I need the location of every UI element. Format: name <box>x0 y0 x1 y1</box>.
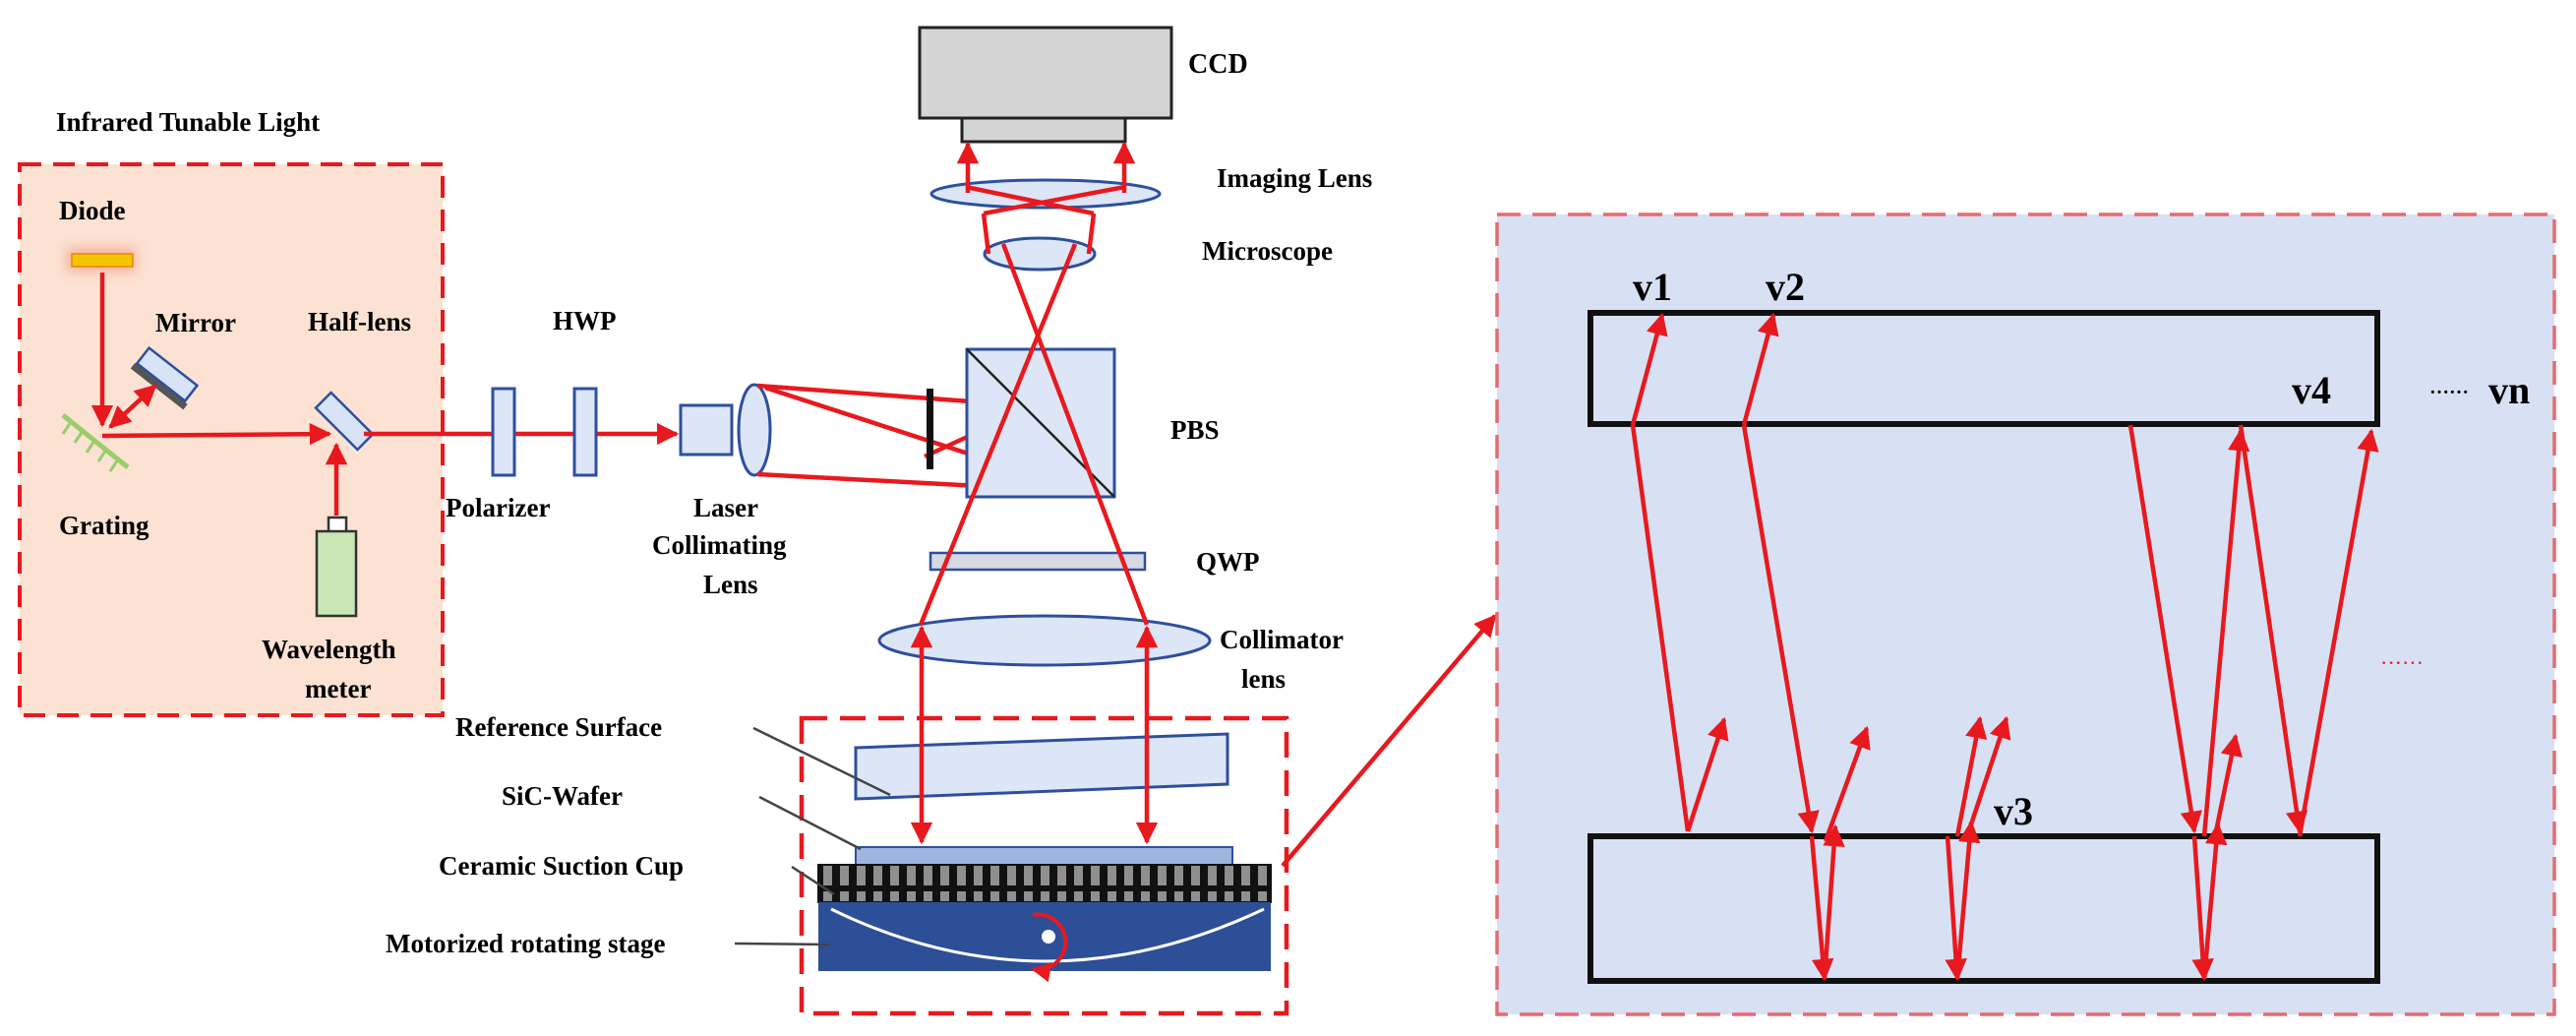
ray-z16 <box>2201 428 2250 837</box>
mirror-label: Mirror <box>155 308 236 337</box>
ray-cross-b <box>965 184 1095 216</box>
ray-grating-mirror <box>108 384 157 429</box>
ray-z18 <box>2238 424 2308 834</box>
rotation-arrow-icon <box>1031 912 1068 983</box>
light-source-box <box>18 162 445 717</box>
ray-z13 <box>2127 424 2202 834</box>
pbs-label: PBS <box>1170 415 1220 445</box>
qwp <box>929 551 1147 572</box>
sic-wafer <box>855 846 1233 866</box>
laser-collimating-lens <box>737 383 772 477</box>
microscope-label: Microscope <box>1202 236 1333 266</box>
dots-horizontal: ······ <box>2429 382 2469 403</box>
ray-up-left <box>918 243 1078 626</box>
collimator-label-1: Collimator <box>1220 625 1344 654</box>
imaging-lens <box>929 178 1162 210</box>
ray-up-right <box>1000 243 1150 626</box>
ray-z14 <box>2191 835 2214 982</box>
ccd-label: CCD <box>1188 49 1248 80</box>
imaging-lens-label: Imaging Lens <box>1217 163 1372 193</box>
grating <box>61 413 130 472</box>
sample-stage-box <box>799 715 1289 1016</box>
zoom-arrow <box>1281 614 1497 868</box>
sic-wafer-label: SiC-Wafer <box>502 781 623 811</box>
ray-z10 <box>1945 835 1967 982</box>
half-lens <box>314 391 375 452</box>
qwp-label: QWP <box>1196 547 1260 577</box>
leader-stage <box>734 942 830 946</box>
laser-collimating-label-3: Lens <box>703 570 758 599</box>
aperture-stop <box>927 389 933 469</box>
v3-label: v3 <box>1994 789 2033 833</box>
ccd-sensor <box>960 116 1127 144</box>
ray-z1 <box>1630 424 1691 832</box>
laser-collimating-label-1: Laser <box>693 493 758 522</box>
collimator-label-2: lens <box>1241 664 1286 694</box>
wavelength-meter-label-2: meter <box>305 674 371 703</box>
bottom-layer <box>1588 833 2380 984</box>
laser-collimating-body <box>679 403 734 457</box>
ceramic-suction-cup <box>817 864 1272 903</box>
polarizer <box>491 387 516 477</box>
ray-obj-left <box>981 213 991 255</box>
leader-reference <box>752 726 891 797</box>
diode-label: Diode <box>59 196 126 225</box>
ray-z6 <box>1809 835 1834 982</box>
reference-surface <box>854 732 1229 801</box>
ceramic-cup-label: Ceramic Suction Cup <box>439 851 684 881</box>
laser-collimating-label-2: Collimating <box>652 530 787 560</box>
vn-label: vn <box>2488 368 2530 412</box>
mirror <box>130 345 200 410</box>
diode <box>71 253 134 268</box>
ray-z3 <box>1685 716 1729 832</box>
ray-obj-right <box>1086 213 1097 255</box>
v1-label: v1 <box>1633 265 1672 309</box>
grating-label: Grating <box>59 511 150 540</box>
wavelength-meter <box>315 529 358 618</box>
dots-red: ······ <box>2380 650 2424 675</box>
source-title: Infrared Tunable Light <box>56 107 320 137</box>
ray-z8 <box>1823 725 1871 842</box>
stage-spindle <box>1042 930 1055 944</box>
reference-surface-label: Reference Surface <box>455 712 662 742</box>
ray-grating-to-halflens <box>101 422 332 446</box>
hwp-label: HWP <box>553 306 617 335</box>
leader-cup <box>791 865 835 896</box>
collimator-lens <box>877 614 1212 667</box>
rotating-stage-label: Motorized rotating stage <box>386 929 665 958</box>
polarizer-label: Polarizer <box>446 493 550 522</box>
ray-z19 <box>2297 428 2379 837</box>
v2-label: v2 <box>1766 265 1805 309</box>
leader-wafer <box>758 795 862 851</box>
ray-z11 <box>1954 820 1981 980</box>
ray-z15 <box>2201 822 2228 980</box>
ray-z2 <box>1630 312 1668 426</box>
wavelength-meter-label-1: Wavelength <box>262 635 396 664</box>
stage-arc <box>830 907 1265 963</box>
ray-cross-a <box>983 184 1126 216</box>
microscope-objective <box>983 236 1097 272</box>
ray-z9 <box>1954 715 1988 837</box>
ray-z4 <box>1741 312 1779 426</box>
hwp <box>572 387 598 477</box>
top-layer <box>1588 310 2380 427</box>
ray-z7 <box>1822 823 1845 980</box>
v4-label: v4 <box>2292 368 2331 412</box>
ray-z17 <box>2212 733 2243 837</box>
ray-z12 <box>1964 715 2011 837</box>
half-lens-label: Half-lens <box>308 307 411 336</box>
ccd-camera <box>918 26 1173 120</box>
ray-z5 <box>1741 424 1820 834</box>
